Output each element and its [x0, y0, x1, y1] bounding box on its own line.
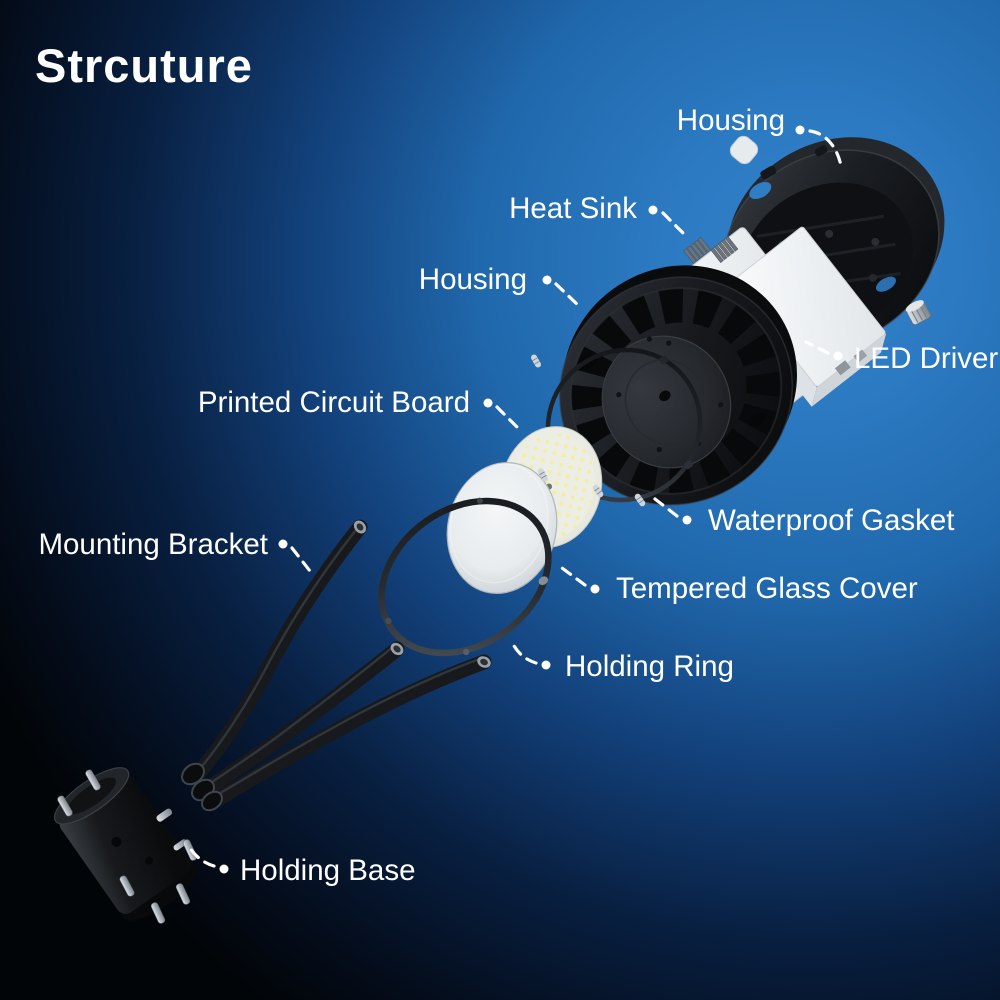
- leader-holding-ring: [510, 640, 551, 670]
- label-holding-base: Holding Base: [240, 854, 415, 887]
- label-mounting-bracket: Mounting Bracket: [38, 528, 268, 561]
- label-holding-ring: Holding Ring: [565, 650, 734, 683]
- assembly-screws: [531, 354, 646, 507]
- heatsink-fins: [683, 236, 739, 264]
- bracket-bundle-ends: [181, 762, 223, 812]
- mounting-bracket-part: [181, 519, 492, 812]
- label-led-driver: LED Driver: [854, 342, 998, 375]
- leader-mounting-bracket: [278, 539, 312, 573]
- label-housing-top: Housing: [677, 104, 785, 137]
- leader-led-driver: [804, 340, 843, 361]
- label-printed-circuit-board: Printed Circuit Board: [198, 386, 470, 419]
- leader-lines: [188, 125, 843, 874]
- leader-tempered-glass: [560, 566, 600, 594]
- label-housing-side: Housing: [419, 263, 527, 296]
- finned-housing-part: [558, 265, 797, 506]
- leader-pcb: [483, 398, 521, 431]
- label-tempered-glass-cover: Tempered Glass Cover: [616, 572, 918, 605]
- leader-housing-top: [795, 125, 843, 168]
- leader-housing-side: [542, 275, 581, 308]
- tempered-glass-part: [446, 462, 558, 594]
- bracket-rod-tips: [353, 520, 491, 668]
- leader-holding-base: [188, 846, 229, 874]
- cable-gland-screw: [905, 300, 931, 326]
- holding-base-part: [53, 767, 197, 921]
- label-waterproof-gasket: Waterproof Gasket: [708, 504, 954, 537]
- label-heat-sink: Heat Sink: [509, 192, 637, 225]
- leader-heat-sink: [648, 205, 688, 238]
- silicone-plug: [729, 135, 759, 165]
- page-title: Strcuture: [35, 39, 253, 92]
- leader-waterproof-gasket: [653, 497, 692, 525]
